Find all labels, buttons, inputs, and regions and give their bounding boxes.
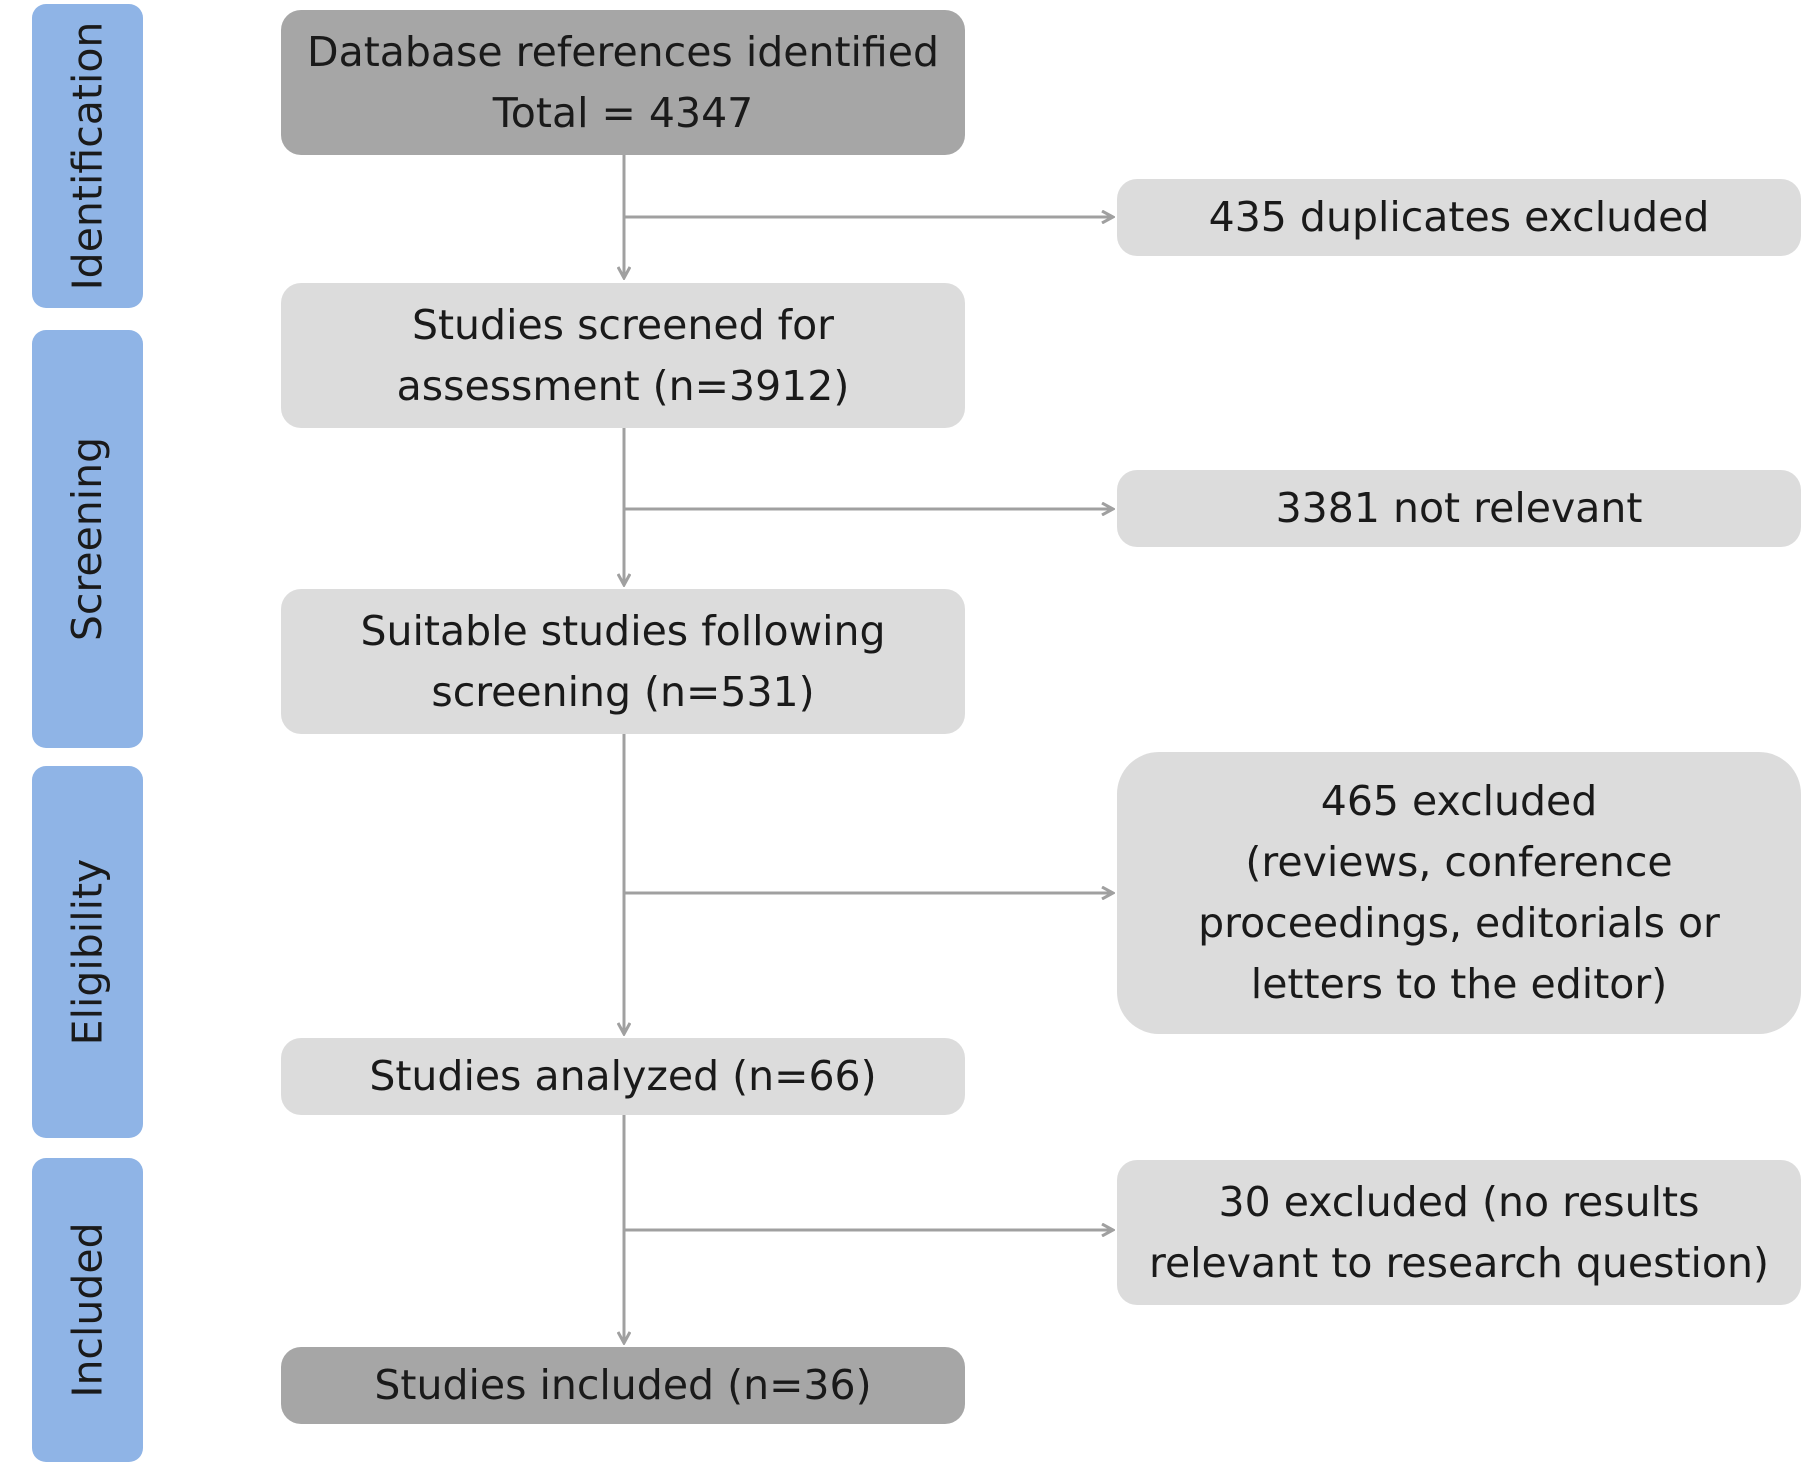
excluded-30-line2: relevant to research question) (1148, 1238, 1769, 1287)
excluded-465-box: 465 excluded (reviews, conference procee… (1117, 752, 1801, 1034)
included-box: Studies included (n=36) (281, 1347, 965, 1424)
stage-included: Included (32, 1158, 143, 1462)
analyzed-box-label: Studies analyzed (n=66) (369, 1052, 877, 1100)
excluded-30-box: 30 excluded (no results relevant to rese… (1117, 1160, 1801, 1305)
stage-screening-label: Screening (63, 436, 112, 642)
database-box: Database references identified Total = 4… (281, 10, 965, 155)
stage-identification: Identification (32, 4, 143, 308)
suitable-box-line2: screening (n=531) (431, 667, 815, 716)
suitable-box: Suitable studies following screening (n=… (281, 589, 965, 734)
excluded-465-line4: letters to the editor) (1250, 960, 1668, 1008)
stage-identification-label: Identification (63, 21, 112, 291)
stage-eligibility: Eligibility (32, 766, 143, 1138)
excluded-465-line2: (reviews, conference (1245, 838, 1673, 886)
duplicates-excluded-label: 435 duplicates excluded (1208, 193, 1710, 241)
stage-included-label: Included (63, 1222, 112, 1398)
excluded-465-line1: 465 excluded (1320, 777, 1598, 825)
screened-box: Studies screened for assessment (n=3912) (281, 283, 965, 428)
stage-screening: Screening (32, 330, 143, 748)
excluded-465-line3: proceedings, editorials or (1198, 899, 1720, 947)
suitable-box-line1: Suitable studies following (360, 606, 886, 655)
database-box-line2: Total = 4347 (492, 88, 754, 137)
not-relevant-box: 3381 not relevant (1117, 470, 1801, 547)
included-box-label: Studies included (n=36) (374, 1361, 872, 1409)
database-box-line1: Database references identified (307, 27, 939, 76)
analyzed-box: Studies analyzed (n=66) (281, 1038, 965, 1115)
screened-box-line2: assessment (n=3912) (396, 361, 850, 410)
excluded-30-line1: 30 excluded (no results (1218, 1177, 1700, 1226)
duplicates-excluded-box: 435 duplicates excluded (1117, 179, 1801, 256)
not-relevant-label: 3381 not relevant (1275, 484, 1643, 532)
screened-box-line1: Studies screened for (411, 300, 835, 349)
stage-eligibility-label: Eligibility (63, 858, 112, 1046)
